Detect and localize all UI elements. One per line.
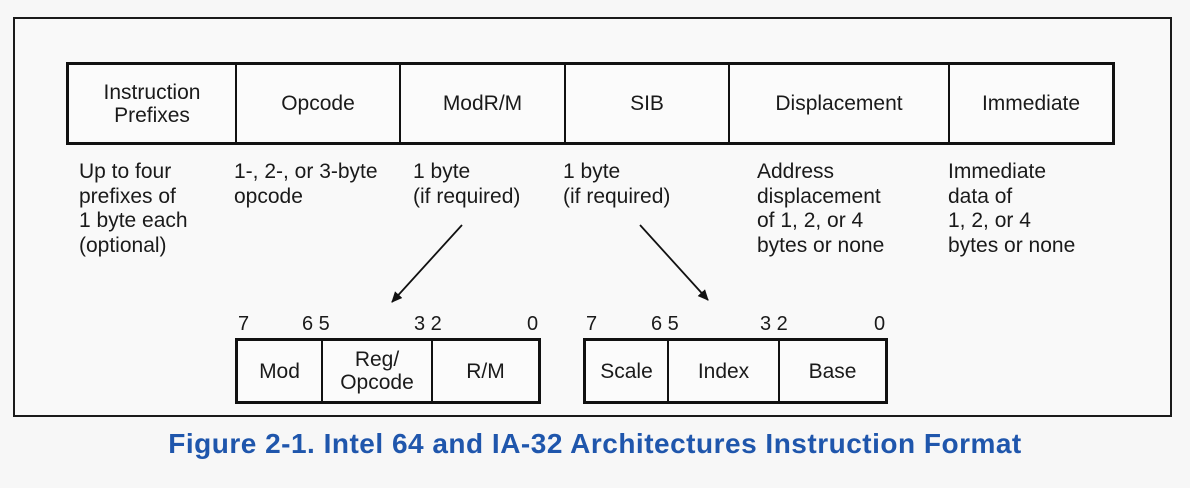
desc-sib: 1 byte (if required) (563, 160, 671, 208)
desc-prefixes: Up to four prefixes of 1 byte each (opti… (79, 160, 188, 257)
field-sib: SIB (566, 65, 730, 142)
field-displacement: Displacement (730, 65, 950, 142)
modrm-bit-6-5: 6 5 (302, 313, 330, 335)
sib-base: Base (808, 359, 857, 383)
modrm-bit-7: 7 (238, 313, 250, 335)
sib-bit-0: 0 (874, 313, 886, 335)
sib-bit-7: 7 (586, 313, 598, 335)
figure-caption: Figure 2-1. Intel 64 and IA-32 Architect… (168, 428, 1022, 459)
sib-byte-table: Scale Index Base (583, 338, 888, 404)
field-instruction-prefixes: Instruction Prefixes (69, 65, 237, 142)
modrm-mod: Mod (238, 341, 323, 401)
field-immediate: Immediate (981, 92, 1081, 115)
modrm-byte-table: Mod Reg/ Opcode R/M (235, 338, 541, 404)
sib-bit-6-5: 6 5 (651, 313, 679, 335)
sib-arrow (639, 224, 709, 301)
sib-bit-3-2: 3 2 (760, 313, 788, 335)
modrm-reg-opcode: Reg/ Opcode (323, 341, 433, 401)
sib-scale: Scale (586, 341, 669, 401)
desc-modrm: 1 byte (if required) (413, 160, 521, 208)
field-opcode: Opcode (237, 65, 401, 142)
field-modrm: ModR/M (401, 65, 566, 142)
desc-displacement: Address displacement of 1, 2, or 4 bytes… (757, 160, 885, 257)
modrm-rm: R/M (466, 359, 505, 383)
modrm-bit-3-2: 3 2 (414, 313, 442, 335)
modrm-bit-0: 0 (527, 313, 539, 335)
instruction-format-table: Instruction Prefixes Opcode ModR/M SIB D… (66, 62, 1115, 145)
desc-immediate: Immediate data of 1, 2, or 4 bytes or no… (948, 160, 1076, 257)
modrm-arrow (391, 224, 463, 303)
sib-index: Index (669, 341, 780, 401)
desc-opcode: 1-, 2-, or 3-byte opcode (234, 160, 378, 208)
